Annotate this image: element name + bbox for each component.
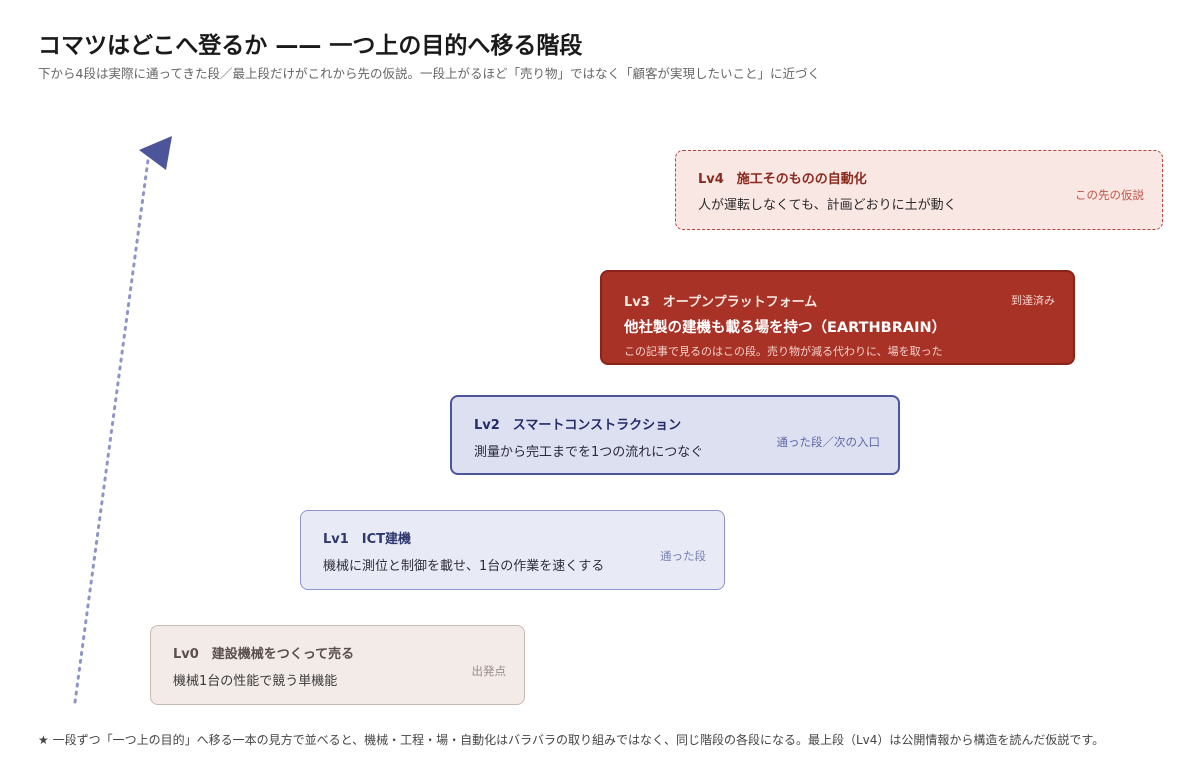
footer-note: ★ 一段ずつ「一つ上の目的」へ移る一本の見方で並べると、機械・工程・場・自動化は… xyxy=(38,733,1105,747)
step-lv0-tag: 出発点 xyxy=(471,664,507,678)
step-lv1-description: 機械に測位と制御を載せ、1台の作業を速くする xyxy=(323,559,605,574)
step-lv3-note: この記事で見るのはこの段。売り物が減る代わりに、場を取った xyxy=(624,345,943,358)
step-lv4-heading: Lv4 施工そのものの自動化 xyxy=(698,172,867,187)
step-lv4: Lv4 施工そのものの自動化 人が運転しなくても、計画どおりに土が動く この先の… xyxy=(675,150,1163,230)
step-lv3: Lv3 オープンプラットフォーム 他社製の建機も載る場を持つ（EARTHBRAI… xyxy=(600,270,1075,365)
step-lv3-description: 他社製の建機も載る場を持つ（EARTHBRAIN） xyxy=(624,320,947,336)
step-lv1-tag: 通った段 xyxy=(660,549,706,563)
step-lv4-description: 人が運転しなくても、計画どおりに土が動く xyxy=(698,198,957,213)
step-lv2-description: 測量から完工までを1つの流れにつなぐ xyxy=(474,445,704,460)
step-lv1: Lv1 ICT建機 機械に測位と制御を載せ、1台の作業を速くする 通った段 xyxy=(300,510,725,590)
step-lv2-tag: 通った段／次の入口 xyxy=(776,435,881,449)
step-lv3-tag: 到達済み xyxy=(1011,294,1055,307)
step-lv0-heading: Lv0 建設機械をつくって売る xyxy=(173,647,355,662)
arrow-shaft xyxy=(73,158,150,704)
step-lv3-heading: Lv3 オープンプラットフォーム xyxy=(624,295,818,310)
step-lv2: Lv2 スマートコンストラクション 測量から完工までを1つの流れにつなぐ 通った… xyxy=(450,395,900,475)
step-lv1-heading: Lv1 ICT建機 xyxy=(323,532,412,547)
arrow-head xyxy=(139,136,172,170)
step-lv0: Lv0 建設機械をつくって売る 機械1台の性能で競う単機能 出発点 xyxy=(150,625,525,705)
page-subtitle: 下から4段は実際に通ってきた段／最上段だけがこれから先の仮説。一段上がるほど「売… xyxy=(38,66,820,81)
step-lv0-description: 機械1台の性能で競う単機能 xyxy=(173,674,338,689)
step-lv4-tag: この先の仮説 xyxy=(1075,188,1144,202)
page-title: コマツはどこへ登るか —— 一つ上の目的へ移る階段 xyxy=(38,33,583,59)
step-lv2-heading: Lv2 スマートコンストラクション xyxy=(474,418,682,433)
